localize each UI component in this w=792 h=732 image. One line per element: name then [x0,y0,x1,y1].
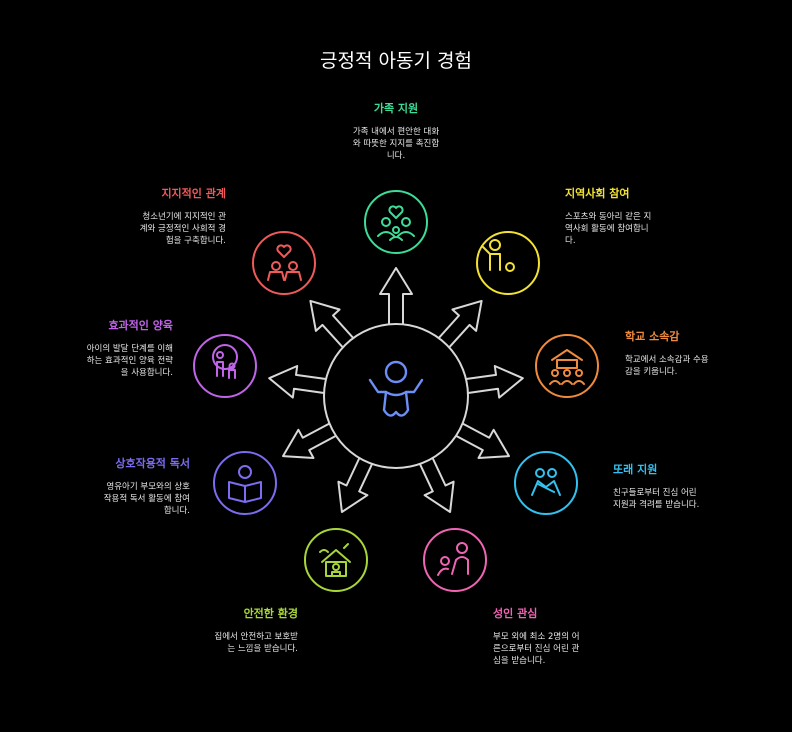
diagram-title: 긍정적 아동기 경험 [320,50,472,72]
relation-desc: 청소년기에 지지적인 관 계와 긍정적인 사회적 경 험을 구축합니다. [139,212,226,246]
node-circle-relation [252,231,316,295]
school-group-icon [549,349,585,385]
node-circle-parenting [193,334,257,398]
node-circle-peer [514,451,578,515]
parenting-desc: 아이의 발달 단계를 이해 하는 효과적인 양육 전략 을 사용합니다. [86,344,173,378]
label-school: 학교 소속감 학교에서 소속감과 수용 감을 키웁니다. [625,328,775,378]
node-circle-family [364,190,428,254]
child-ball-icon [481,239,515,272]
arrow [463,365,524,399]
arrow [436,299,483,350]
peer-desc: 친구들로부터 진심 어린 지원과 격려를 받습니다. [613,488,700,510]
safe-home-icon [319,543,351,577]
friends-hug-icon [531,468,561,496]
family-desc: 가족 내에서 편안한 대화 와 따뜻한 지지를 촉진합 니다. [352,127,440,161]
parenting-title: 효과적인 양육 [108,319,173,332]
arrow [379,267,413,327]
label-family: 가족 지원 가족 내에서 편안한 대화 와 따뜻한 지지를 촉진합 니다. [321,100,471,162]
label-adult: 성인 관심 부모 외에 최소 2명의 어 른으로부터 진심 어린 관 심을 받습… [493,605,643,667]
relation-title: 지지적인 관계 [161,187,226,200]
reading-desc: 영유아기 부모와의 상호 작용적 독서 활동에 참여 합니다. [103,482,190,516]
adult-desc: 부모 외에 최소 2명의 어 른으로부터 진심 어린 관 심을 받습니다. [493,632,580,666]
adult-child-icon [437,542,469,576]
school-desc: 학교에서 소속감과 수용 감을 키웁니다. [625,355,709,377]
arrow [453,421,510,459]
node-circle-reading [213,451,277,515]
arrow [418,455,455,513]
couple-heart-icon [267,244,302,281]
school-title: 학교 소속감 [625,330,680,343]
adult-title: 성인 관심 [493,607,538,620]
community-title: 지역사회 참여 [565,187,630,200]
arrow [309,299,356,350]
safe-desc: 집에서 안전하고 보호받 는 느낌을 받습니다. [214,632,298,654]
arrow [337,455,374,513]
baby-icon [368,360,424,417]
community-desc: 스포츠와 동아리 같은 지 역사회 활동에 참여합니 다. [565,212,652,246]
peer-title: 또래 지원 [613,463,658,476]
label-peer: 또래 지원 친구들로부터 진심 어린 지원과 격려를 받습니다. [613,461,763,511]
arrow [268,365,329,399]
reading-book-icon [228,465,262,503]
safe-title: 안전한 환경 [243,607,298,620]
radial-arrows [268,267,524,513]
family-heart-icon [377,205,415,241]
reading-title: 상호작용적 독서 [115,457,190,470]
node-circle-school [535,334,599,398]
label-reading: 상호작용적 독서 영유아기 부모와의 상호 작용적 독서 활동에 참여 합니다. [40,455,190,517]
family-title: 가족 지원 [373,102,419,115]
parent-child-icon [212,344,238,379]
arrow [282,421,339,459]
label-safe: 안전한 환경 집에서 안전하고 보호받 는 느낌을 받습니다. [148,605,298,655]
node-circle-safe [304,528,368,592]
label-community: 지역사회 참여 스포츠와 동아리 같은 지 역사회 활동에 참여합니 다. [565,185,715,247]
label-parenting: 효과적인 양육 아이의 발달 단계를 이해 하는 효과적인 양육 전략 을 사용… [23,317,173,379]
label-relation: 지지적인 관계 청소년기에 지지적인 관 계와 긍정적인 사회적 경 험을 구축… [76,185,226,247]
